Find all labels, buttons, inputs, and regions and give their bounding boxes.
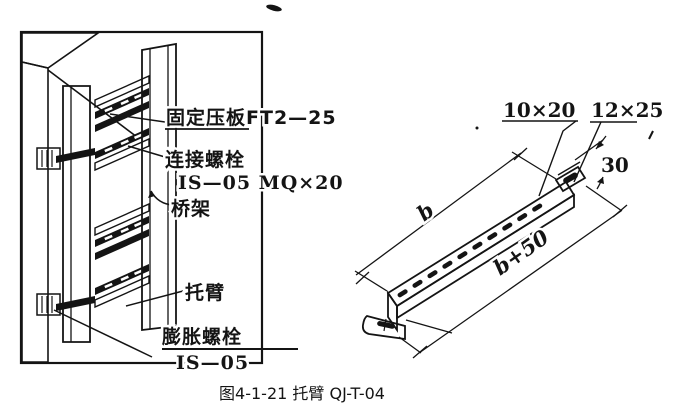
expansion-anchor-lower: [36, 293, 61, 316]
figure-caption: 图4-1-21 托臂 QJ-T-04: [219, 384, 385, 403]
slot-holes-10x20: [397, 203, 543, 298]
label-connecting-bolt: 连接螺栓: [165, 148, 245, 171]
bracket-detail-view: b b+50 30 10×20 12×25: [354, 96, 666, 359]
foot-plate: [361, 315, 406, 341]
installation-labels: 固定压板FT2—25 连接螺栓 IS—05 MQ×20 桥架 托臂 膨胀螺栓 I…: [159, 104, 346, 377]
label-connecting-bolt-spec: IS—05 MQ×20: [178, 172, 344, 194]
tab-slot-hole: [563, 172, 578, 184]
installation-view: 固定压板FT2—25 连接螺栓 IS—05 MQ×20 桥架 托臂 膨胀螺栓 I…: [19, 30, 346, 377]
tray-left-rail: [62, 85, 91, 343]
label-expansion-bolt: 膨胀螺栓: [161, 325, 242, 348]
label-bracket-arm: 托臂: [185, 281, 225, 304]
dimension-30: 30: [574, 135, 631, 190]
foot-slot-hole: [377, 321, 395, 329]
tray-rungs: [94, 74, 150, 309]
wall-corner-edge: [47, 69, 138, 138]
dimension-b50: [398, 185, 628, 359]
label-expansion-bolt-spec: IS—05: [176, 352, 249, 374]
dim-label-10x20: 10×20: [503, 98, 575, 122]
slot-callouts: 10×20 12×25: [501, 96, 666, 197]
dim-label-b50: b+50: [489, 224, 554, 280]
drawing-frame: [19, 30, 264, 365]
label-fixing-plate: 固定压板FT2—25: [166, 106, 337, 129]
tray-right-rail: [141, 42, 177, 332]
dim-label-30: 30: [601, 153, 629, 177]
dim-label-12x25: 12×25: [591, 98, 663, 122]
dimension-b: [354, 147, 557, 292]
leader-lines: [53, 113, 184, 358]
label-cable-tray: 桥架: [171, 197, 211, 220]
dim-label-b: b: [412, 197, 439, 226]
bracket-bar: [386, 180, 576, 333]
wall-section: [21, 32, 138, 363]
end-tab: [554, 161, 587, 193]
bracket-arm-parts: [56, 148, 95, 311]
ink-smudge: [266, 4, 654, 140]
expansion-anchor-upper: [36, 147, 61, 170]
